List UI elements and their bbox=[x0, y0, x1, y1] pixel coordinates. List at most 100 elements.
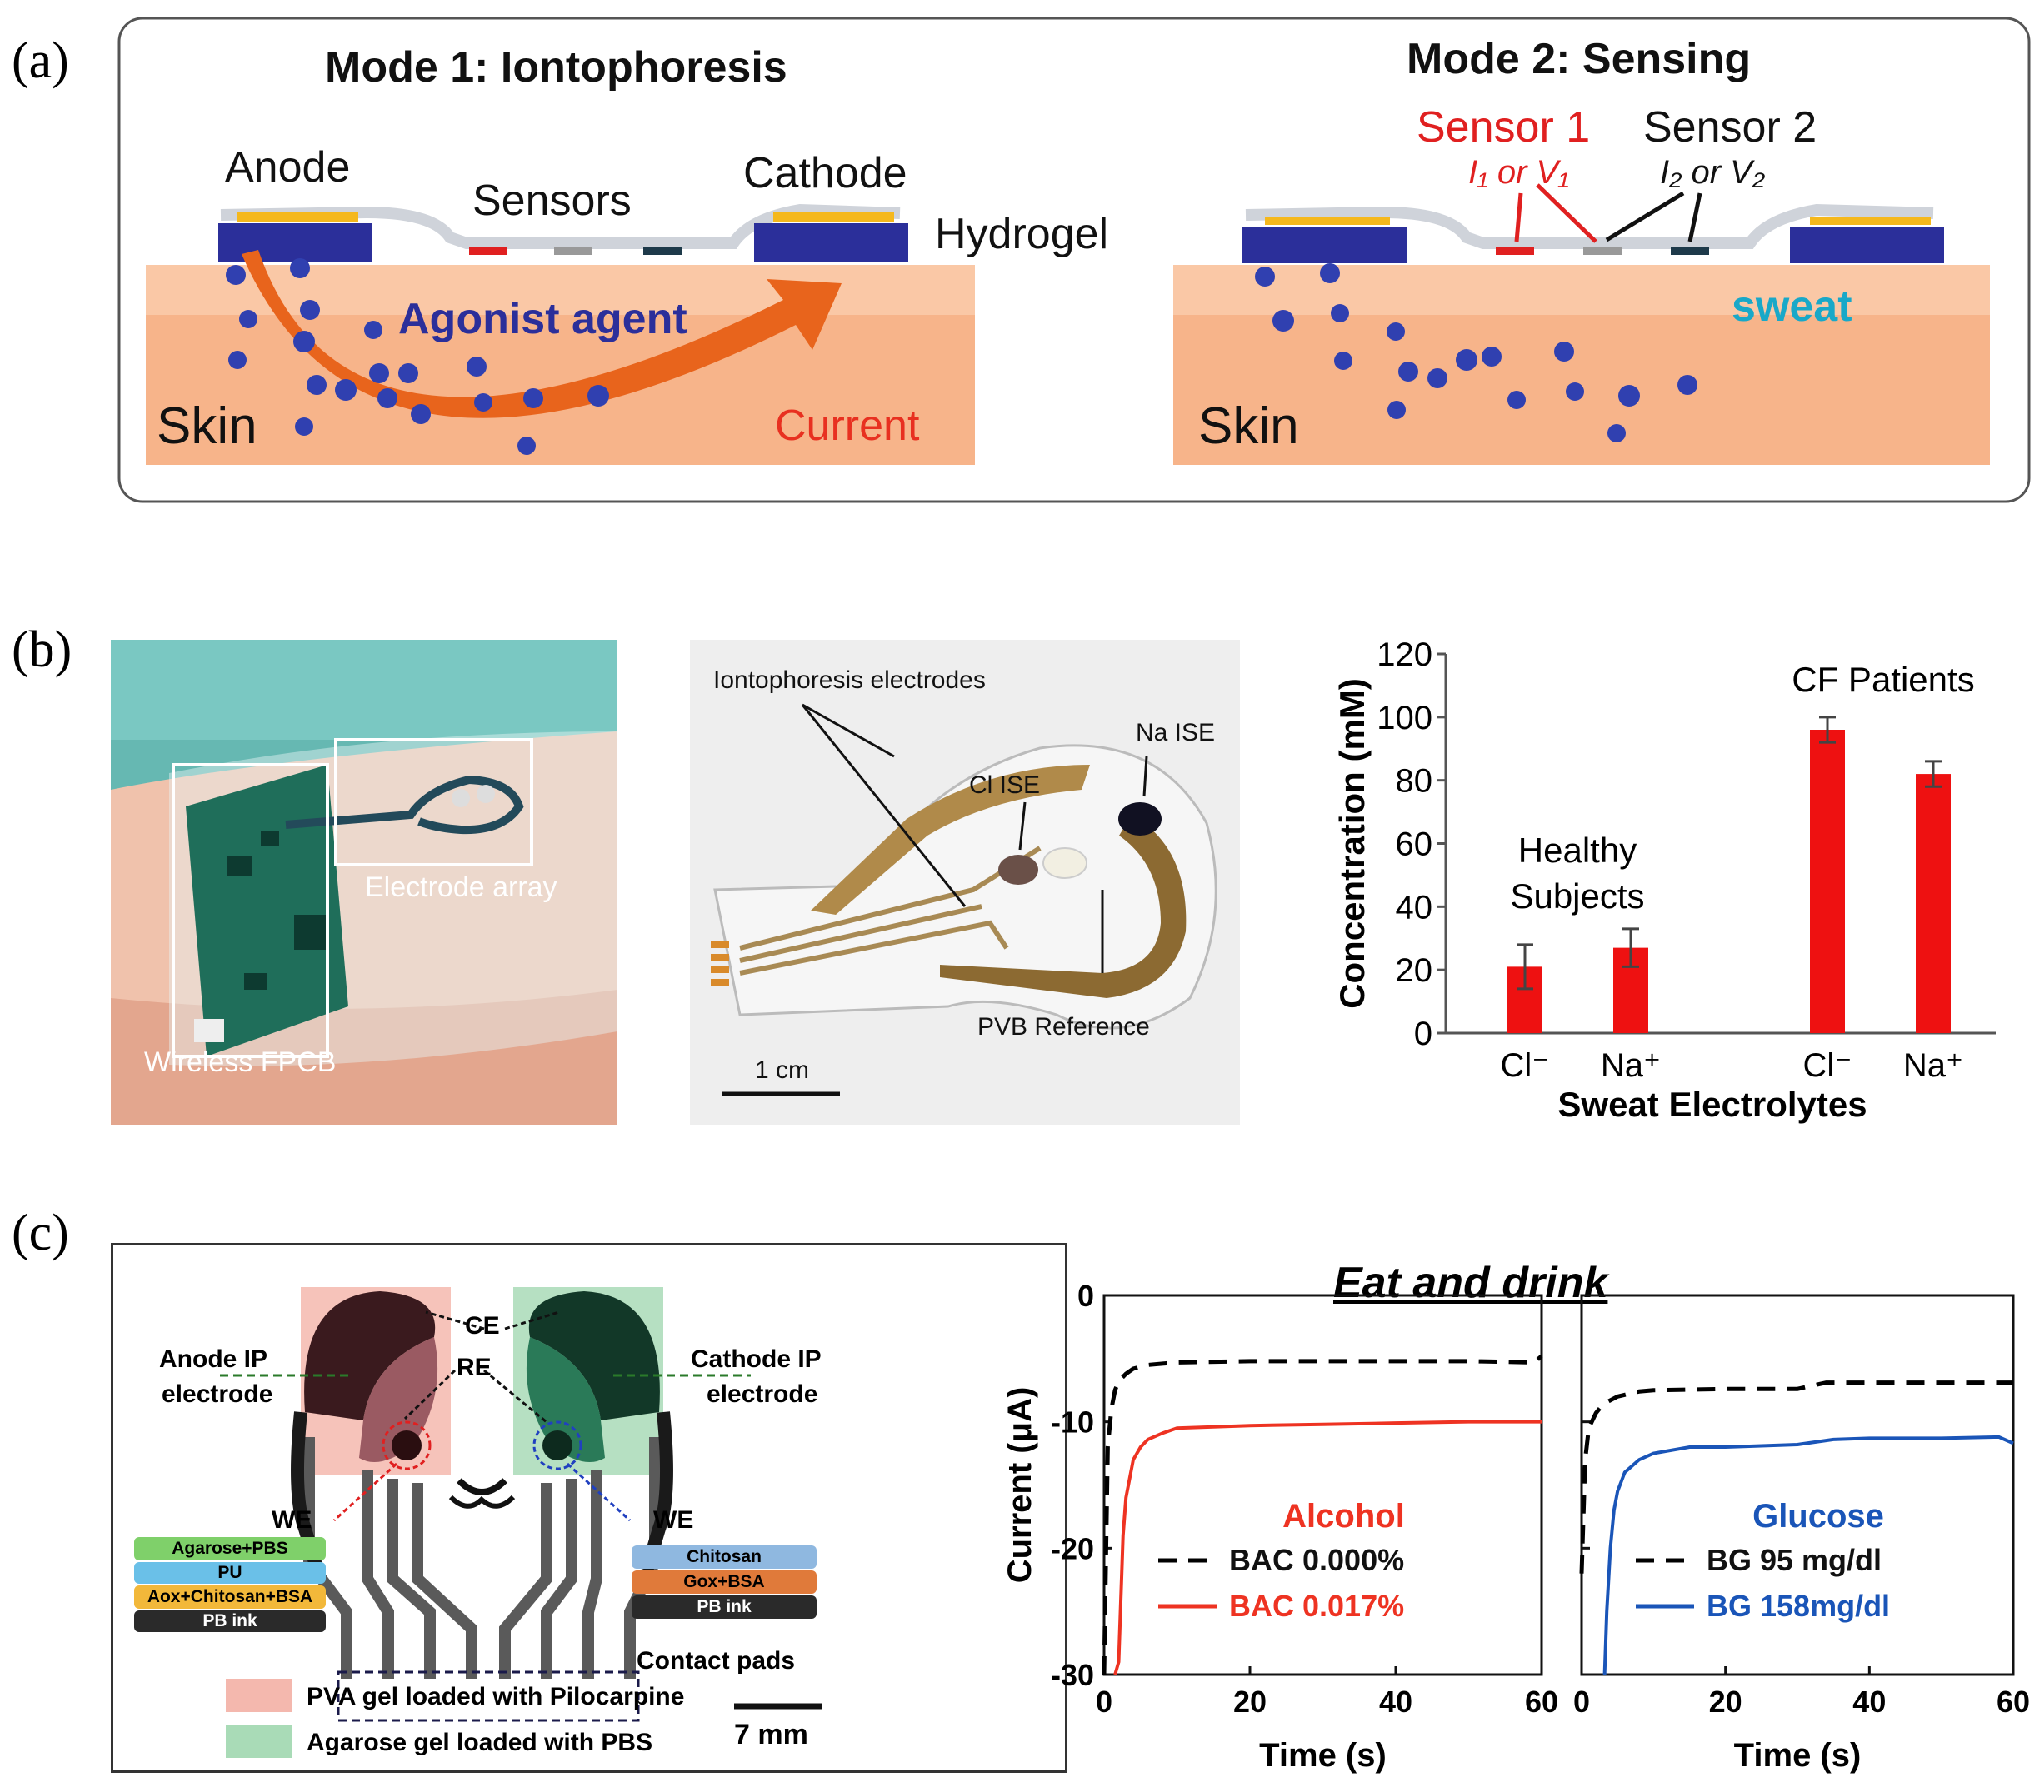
dot bbox=[377, 388, 397, 408]
connection-traces bbox=[303, 1437, 661, 1679]
right-we bbox=[542, 1430, 572, 1460]
dot bbox=[398, 363, 418, 383]
x-tick-label: 0 bbox=[1573, 1685, 1590, 1719]
left-ip-electrode bbox=[359, 1337, 438, 1462]
dot bbox=[1255, 267, 1275, 287]
cathode-ip-label-2: electrode bbox=[707, 1380, 818, 1408]
electrode-array-label: Electrode array bbox=[365, 871, 557, 903]
arrow bbox=[332, 1462, 398, 1522]
series-line bbox=[1102, 1354, 1543, 1675]
device-schematic-drawing bbox=[134, 1287, 822, 1758]
pad bbox=[711, 979, 729, 986]
dot bbox=[226, 265, 246, 285]
y-tick-label: 60 bbox=[1396, 826, 1433, 863]
left-stack-label-1: Agarose+PBS bbox=[172, 1539, 288, 1558]
pointer bbox=[802, 703, 895, 758]
cathode-gold bbox=[773, 212, 894, 222]
legend-agarose-swatch bbox=[226, 1725, 292, 1758]
face-nose bbox=[457, 1478, 507, 1495]
hydrogel-right bbox=[1245, 203, 1934, 249]
right-stack-label-3: PB ink bbox=[697, 1597, 752, 1616]
panel-c-letter: (c) bbox=[12, 1205, 69, 1261]
right-stack-gox bbox=[632, 1570, 817, 1594]
dot bbox=[1507, 391, 1526, 409]
x-tick-label: 40 bbox=[1379, 1685, 1412, 1719]
sensor2-lead-2 bbox=[1687, 192, 1702, 242]
cathode-label: Cathode bbox=[743, 149, 907, 197]
cathode-ip-label-1: Cathode IP bbox=[691, 1345, 822, 1373]
current-label: Current bbox=[775, 402, 920, 450]
dot bbox=[1618, 385, 1640, 407]
dot bbox=[1320, 263, 1340, 283]
photo-background-band bbox=[111, 640, 617, 740]
right-stack-label-1: Chitosan bbox=[687, 1547, 762, 1566]
dot bbox=[1482, 347, 1502, 367]
pad bbox=[711, 966, 729, 973]
sensor-gray-right bbox=[1583, 247, 1622, 255]
dot bbox=[293, 331, 315, 352]
right-stack-chitosan bbox=[632, 1545, 817, 1569]
electrode-left-right-gold bbox=[1265, 217, 1390, 225]
sensor-red-left bbox=[469, 247, 507, 255]
pointer bbox=[1018, 801, 1027, 851]
contact-pads-label: Contact pads bbox=[637, 1647, 796, 1675]
na-ise-label: Na ISE bbox=[1136, 719, 1216, 746]
ionto-label: Iontophoresis electrodes bbox=[713, 666, 986, 694]
fpcb-box bbox=[172, 763, 329, 1058]
sensor1-lead bbox=[1514, 192, 1523, 242]
pvb-label: PVB Reference bbox=[977, 1013, 1150, 1041]
sensor2-lead bbox=[1605, 191, 1685, 242]
plots-title: Eat and drink bbox=[1333, 1259, 1608, 1307]
sensor-red-right bbox=[1496, 247, 1534, 255]
legend-agarose-label: Agarose gel loaded with PBS bbox=[307, 1729, 653, 1756]
dot bbox=[517, 437, 536, 455]
trace bbox=[541, 1479, 577, 1679]
contact-pads-box bbox=[337, 1670, 640, 1722]
dot bbox=[474, 393, 492, 412]
dot bbox=[587, 385, 609, 407]
electrode-dot bbox=[452, 789, 470, 807]
chip bbox=[261, 831, 279, 846]
sensor1-sub: I₁ or V₁ bbox=[1468, 154, 1569, 191]
x-tick-label: Cl⁻ bbox=[1803, 1047, 1852, 1084]
dot bbox=[1677, 375, 1697, 395]
x-tick-label: 20 bbox=[1233, 1685, 1267, 1719]
left-stack-aox bbox=[134, 1585, 326, 1609]
cl-ise-label: Cl ISE bbox=[969, 771, 1041, 799]
series-line bbox=[1113, 1420, 1542, 1675]
mode1-title: Mode 1: Iontophoresis bbox=[325, 43, 787, 92]
we-right-label: WE bbox=[653, 1506, 694, 1534]
agonist-label: Agonist agent bbox=[398, 295, 687, 343]
dot bbox=[295, 417, 313, 436]
dot bbox=[523, 388, 543, 408]
y-tick-label: 120 bbox=[1377, 636, 1432, 673]
legend-pva-swatch bbox=[226, 1679, 292, 1712]
arrow bbox=[483, 1369, 547, 1424]
pointer-lines bbox=[801, 703, 1148, 973]
electrode-left-right bbox=[1242, 227, 1407, 263]
dot bbox=[228, 351, 247, 369]
sensor-dark-left bbox=[643, 247, 682, 255]
hydrogel-label: Hydrogel bbox=[935, 210, 1108, 258]
x-tick-label: Cl⁻ bbox=[1501, 1047, 1550, 1084]
left-we-ring bbox=[382, 1420, 432, 1470]
y-tick-label: 0 bbox=[1414, 1016, 1432, 1052]
sweat-label: sweat bbox=[1732, 282, 1852, 331]
panel-a-figure: Mode 1: Iontophoresis Anode Sensors Cath… bbox=[117, 17, 2031, 503]
contact-pads bbox=[711, 941, 729, 986]
dot bbox=[467, 357, 487, 377]
electrode-array-trace bbox=[285, 775, 524, 835]
trace bbox=[303, 1437, 352, 1679]
annotation-label: Alcohol bbox=[1282, 1498, 1405, 1535]
ionto-electrode-right bbox=[940, 815, 1187, 998]
patch-outline bbox=[713, 744, 1217, 1030]
x-axis-label: Sweat Electrolytes bbox=[1557, 1085, 1867, 1124]
pcb-components bbox=[227, 831, 329, 990]
right-ip-electrode bbox=[526, 1337, 605, 1462]
pad bbox=[711, 954, 729, 961]
right-we-ring bbox=[532, 1420, 582, 1470]
dot bbox=[369, 363, 389, 383]
y-tick-label: 80 bbox=[1396, 763, 1433, 800]
ionto-electrode-top bbox=[811, 765, 1090, 915]
